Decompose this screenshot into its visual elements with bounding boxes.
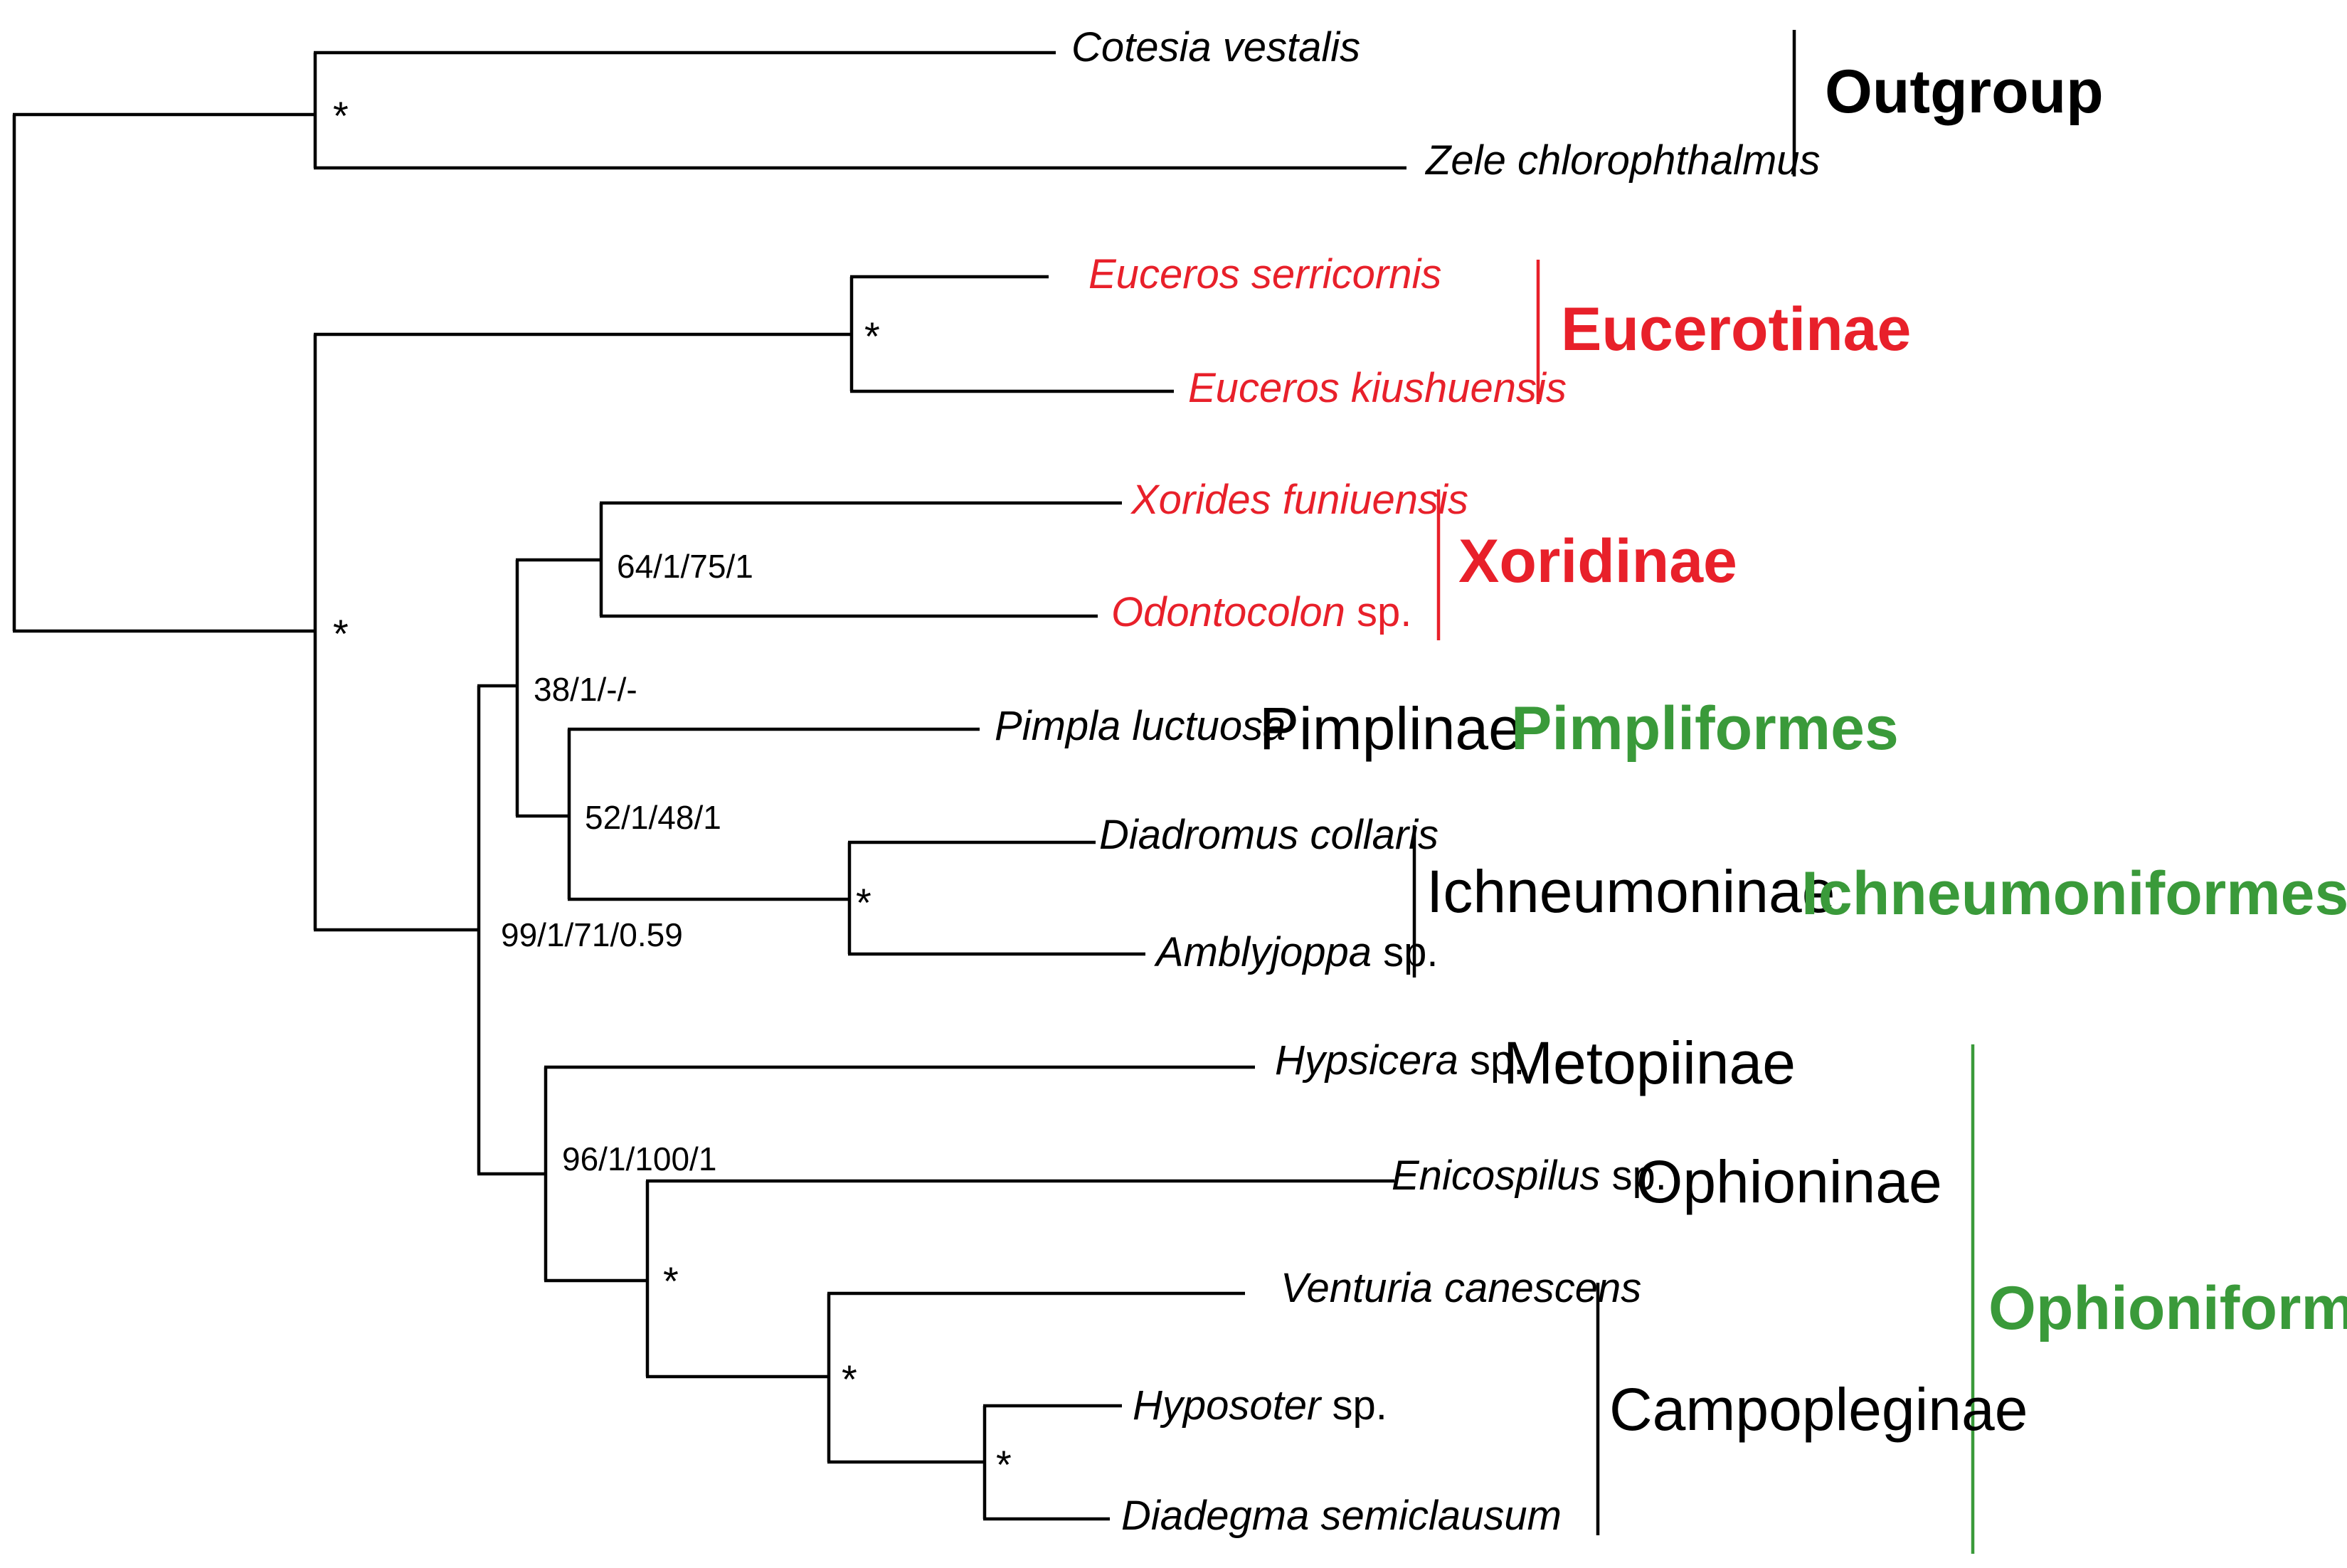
branch-campopleginae [827, 1291, 1245, 1464]
group-brackets [1412, 30, 1975, 1554]
branch-euceros [849, 275, 1174, 393]
branch-root [12, 112, 315, 633]
support-outgroup-node: * [333, 93, 349, 138]
support-node-38: 38/1/-/- [534, 671, 637, 708]
taxon-odontocolon: Odontocolon sp. [1111, 589, 1411, 635]
support-ingroup-node: * [333, 611, 349, 656]
branch-ichneumoninae [847, 840, 1145, 956]
branch-ingroup-clade [313, 332, 852, 932]
group-campopleginae: Campopleginae [1609, 1376, 2028, 1443]
group-ophioninae: Ophioninae [1636, 1148, 1942, 1215]
group-metopiinae: Metopiinae [1503, 1029, 1796, 1096]
branch-node-99 [477, 684, 546, 1176]
support-ophion-camp-node: * [663, 1259, 679, 1303]
support-node-96: 96/1/100/1 [562, 1140, 716, 1177]
support-euceros-node: * [864, 314, 880, 359]
group-ophioniformes: Ophioniformes [1988, 1274, 2347, 1342]
taxon-amblyjoppa: Amblyjoppa sp. [1154, 929, 1439, 975]
taxon-labels: Cotesia vestalis Zele chlorophthalmus Eu… [995, 24, 1821, 1539]
taxon-diadromus-collaris: Diadromus collaris [1099, 812, 1439, 858]
support-ichneumoninae-node: * [856, 880, 871, 925]
branch-node-52 [567, 727, 980, 901]
group-xoridinae: Xoridinae [1458, 527, 1737, 595]
branch-xoridinae [599, 501, 1122, 618]
taxon-euceros-serricornis: Euceros serricornis [1088, 251, 1441, 297]
taxon-enicospilus: Enicospilus sp. [1392, 1153, 1667, 1199]
taxon-diadegma-semiclausum: Diadegma semiclausum [1121, 1493, 1562, 1539]
taxon-xorides-funiuensis: Xorides funiuensis [1130, 477, 1468, 523]
taxon-euceros-kiushuensis: Euceros kiushuensis [1188, 365, 1567, 411]
support-xoridinae-node: 64/1/75/1 [617, 548, 753, 585]
taxon-cotesia-vestalis: Cotesia vestalis [1071, 24, 1360, 70]
taxon-hypsicera: Hypsicera sp. [1275, 1037, 1525, 1084]
support-hyposoter-diadegma-node: * [996, 1442, 1012, 1487]
group-pimpliformes: Pimpliformes [1511, 694, 1899, 763]
branch-hyposoter-diadegma [982, 1404, 1122, 1521]
taxon-venturia-canescens: Venturia canescens [1281, 1265, 1641, 1311]
group-pimplinae: Pimplinae [1259, 695, 1522, 762]
group-ichneumoninae: Ichneumoninae [1426, 858, 1835, 925]
support-node-99: 99/1/71/0.59 [501, 916, 683, 953]
taxon-pimpla-luctuosa: Pimpla luctuosa [995, 703, 1286, 749]
group-ichneumoniformes: Ichneumoniformes [1801, 859, 2347, 928]
taxon-zele-chlorophthalmus: Zele chlorophthalmus [1424, 137, 1821, 184]
support-values: * * * 64/1/75/1 38/1/-/- 52/1/48/1 * 99/… [333, 93, 1012, 1487]
group-eucerotinae: Eucerotinae [1561, 295, 1911, 364]
group-outgroup: Outgroup [1825, 58, 2104, 126]
branch-node-96 [544, 1065, 1255, 1283]
branch-node-38 [515, 558, 601, 818]
support-campopleginae-node: * [842, 1357, 857, 1402]
group-labels: Outgroup Eucerotinae Xoridinae Pimplinae… [1259, 58, 2347, 1443]
branch-ophion-camp [645, 1179, 1394, 1379]
tree-branches [12, 51, 1406, 1521]
taxon-hyposoter: Hyposoter sp. [1133, 1382, 1387, 1429]
branch-outgroup-clade [313, 51, 1406, 170]
support-node-52: 52/1/48/1 [585, 799, 721, 836]
